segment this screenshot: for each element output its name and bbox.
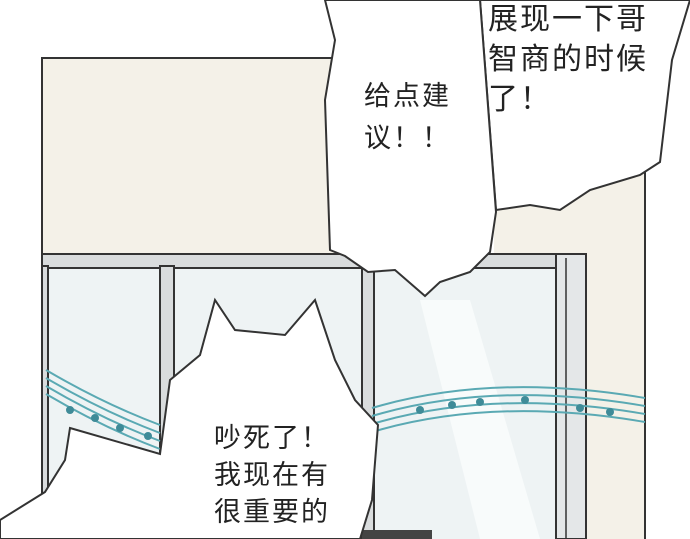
speech-line: 展现一下哥 [488, 2, 648, 37]
music-staff-right [371, 386, 646, 433]
speech-line: 我现在有 [214, 460, 330, 491]
speech-line: 给点建 [364, 81, 451, 112]
speech-line: 吵死了！ [214, 423, 330, 454]
music-notes-right [416, 396, 614, 416]
window-frame-left [41, 265, 49, 539]
speech-text-middle: 给点建 议！！ [364, 76, 451, 160]
dark-object [362, 530, 432, 539]
music-staff-left [45, 369, 161, 450]
glass-reflection [420, 300, 540, 539]
bubble-bottom [0, 297, 380, 539]
speech-line: 很重要的 [214, 497, 330, 528]
speech-text-top-right: 展现一下哥 智商的时候 了！ [488, 0, 648, 120]
bubble-middle [323, 0, 498, 298]
music-notes-left [66, 406, 152, 440]
speech-line: 智商的时候 [488, 42, 648, 77]
speech-line: 议！！ [364, 123, 451, 154]
back-wall [41, 57, 337, 259]
speech-line: 了！ [488, 82, 552, 117]
speech-text-bottom: 吵死了！ 我现在有 很重要的 [214, 420, 330, 531]
bubble-top-right [478, 0, 690, 212]
